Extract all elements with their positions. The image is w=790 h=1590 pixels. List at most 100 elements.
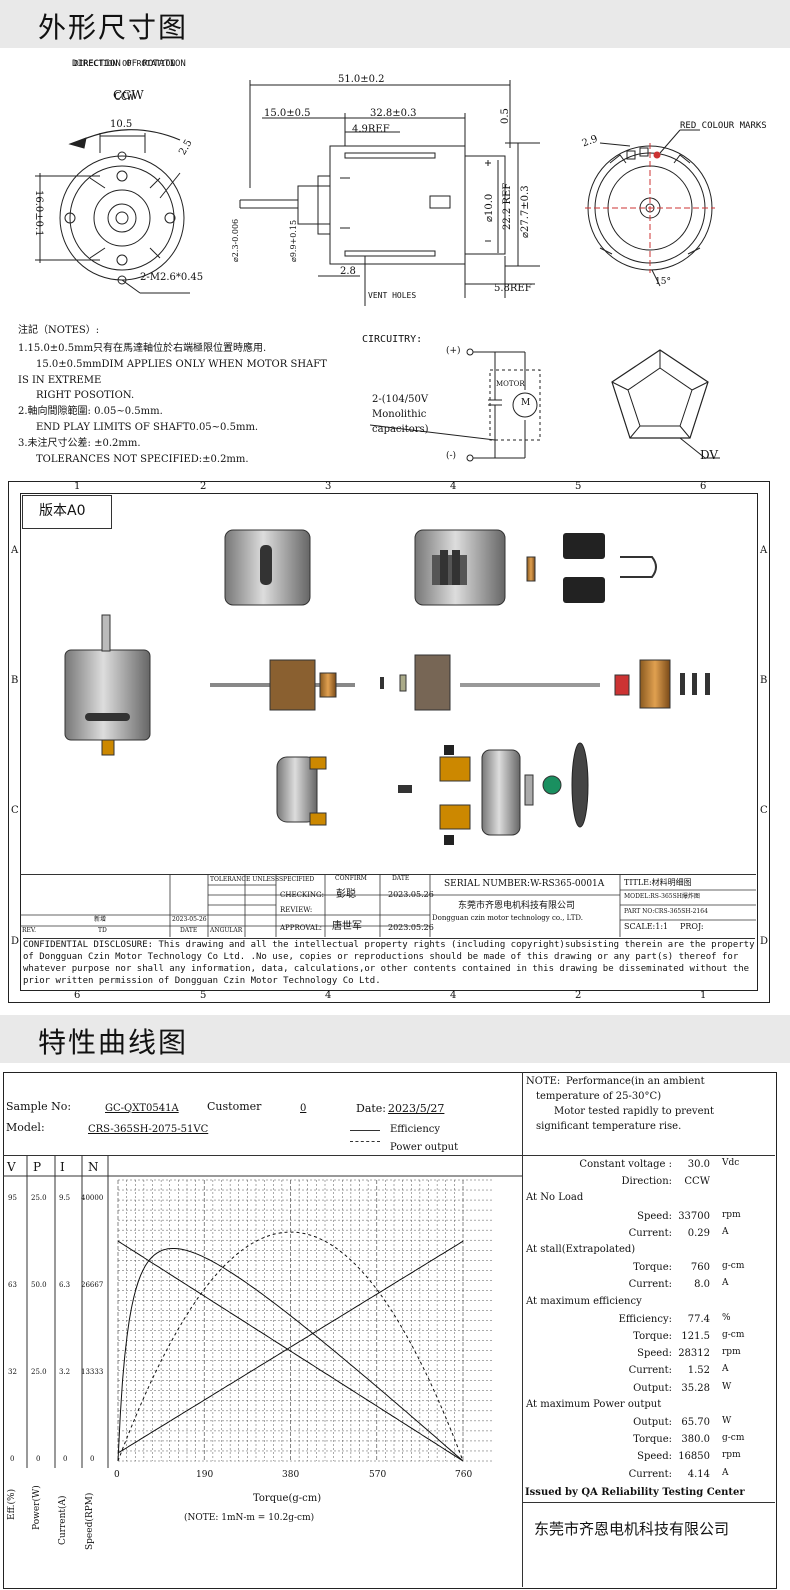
date-label: DATE <box>392 875 410 882</box>
perf-label: Speed: <box>637 1451 672 1463</box>
perf-label: Efficiency: <box>618 1313 672 1325</box>
dim-0-5: 0.5 <box>500 108 511 124</box>
perf-unit: % <box>722 1312 731 1323</box>
title-block: TOLERANCE UNLESSSPECIFIED CONFIRM DATE C… <box>20 874 756 937</box>
perf-unit: A <box>722 1226 729 1237</box>
date2-label: DATE <box>180 927 198 934</box>
vent-holes-label: VENT HOLES <box>368 291 417 300</box>
dv-label: DV <box>700 448 719 462</box>
brush-part <box>439 804 471 830</box>
col-label: 5 <box>575 481 582 492</box>
commutator <box>639 659 671 709</box>
perf-unit: rpm <box>722 1209 741 1220</box>
end-cap-part <box>276 756 318 823</box>
circuit-minus: (-) <box>446 451 457 461</box>
note-line: END PLAY LIMITS OF SHAFT0.05~0.5mm. <box>36 422 259 433</box>
note-line: 3.未注尺寸公差: ±0.2mm. <box>18 438 141 449</box>
circuit-cap2: Monolithic <box>372 409 427 420</box>
perf-value: 30.0 <box>687 1159 710 1170</box>
axis-head-v: V <box>7 1160 16 1174</box>
company-cn: 东莞市齐恩电机科技有限公司 <box>458 901 576 911</box>
perf-unit: Vdc <box>722 1158 740 1168</box>
tick-p: 25.0 <box>31 1368 47 1376</box>
row-label: D <box>760 936 769 947</box>
rev-text: 新增 <box>94 916 107 923</box>
dim-27-7: ⌀27.7±0.3 <box>520 185 531 238</box>
col-label: 6 <box>700 481 707 492</box>
dim-2-3: ⌀2.3-0.006 <box>231 218 240 262</box>
issued-by: Issued by QA Reliability Testing Center <box>525 1487 745 1498</box>
perf-value: 35.28 <box>681 1382 710 1394</box>
armature-stack <box>414 654 451 711</box>
circuit-m: M <box>521 398 531 408</box>
tick-n: 0 <box>90 1455 95 1463</box>
perf-label: Direction: <box>621 1176 672 1188</box>
sample-value: GC-QXT0541A <box>105 1103 179 1114</box>
confidential-disclosure: CONFIDENTIAL DISCLOSURE: This drawing an… <box>23 938 755 986</box>
bearing-part <box>526 556 536 582</box>
perf-value: 77.4 <box>687 1313 710 1325</box>
efficiency-legend: Efficiency <box>390 1124 441 1135</box>
perf-row: Direction: CCW <box>524 1175 774 1191</box>
perf-value: 121.5 <box>681 1331 710 1342</box>
note-line: IS IN EXTREME <box>18 375 102 386</box>
dim-10: ⌀10.0 <box>484 193 495 222</box>
vlabel-eff: Eff.(%) <box>7 1488 17 1520</box>
vlabel-speed: Speed(RPM) <box>85 1492 95 1550</box>
perf-label: Current: <box>628 1468 672 1480</box>
x-axis-label: Torque(g-cm) <box>253 1493 322 1504</box>
perf-value: 8.0 <box>694 1279 710 1291</box>
col-label: 1 <box>700 990 707 1001</box>
perf-value: 380.0 <box>681 1434 710 1446</box>
col-label: 6 <box>74 990 81 1001</box>
version-box: 版本A0 <box>22 495 112 529</box>
company-en: Dongguan czin motor technology co., LTD. <box>432 914 583 922</box>
performance-chart <box>3 1156 523 1468</box>
perf-unit: g-cm <box>722 1330 745 1340</box>
speed-curve <box>117 1240 464 1462</box>
power-legend-line <box>350 1141 380 1142</box>
approval-label: APPROVAL: <box>280 924 323 932</box>
dim-10-5: 10.5 <box>110 119 133 130</box>
perf-value: 16850 <box>678 1451 710 1463</box>
brush-part <box>439 756 471 782</box>
tick-n: 13333 <box>81 1368 104 1376</box>
perf-label: Speed: <box>637 1348 672 1360</box>
dim-9-9: ⌀9.9+0.15 <box>289 219 298 262</box>
efficiency-legend-line <box>350 1130 380 1131</box>
note-line: RIGHT POSOTION. <box>36 390 135 401</box>
efficiency-curve <box>117 1248 464 1462</box>
dim-holes: 2-M2.6*0.45 <box>140 272 204 283</box>
notes-title: 注記（NOTES）: <box>18 325 100 336</box>
dimension-drawings: DIRECTION OF ROTATION CCW <box>35 59 715 306</box>
dim-4-9: 4.9REF <box>352 124 390 135</box>
column-labels-top: 1 2 3 4 5 6 <box>20 481 756 493</box>
circuit-diagram <box>369 348 720 462</box>
perf-label: Current: <box>628 1227 672 1239</box>
dim-22-2: 22.2 REF <box>502 182 513 230</box>
date-label-curve: Date: <box>356 1102 387 1115</box>
perf-unit: rpm <box>722 1347 741 1358</box>
checking-label: CHECKING: <box>280 891 324 899</box>
tick-eff: 95 <box>8 1194 17 1202</box>
issued-divider <box>522 1502 775 1503</box>
perf-value: 0.29 <box>687 1227 710 1239</box>
x-tick: 760 <box>455 1470 473 1480</box>
dim-51: 51.0±0.2 <box>338 74 385 85</box>
tick-eff: 63 <box>8 1281 17 1289</box>
perf-label: Output: <box>633 1382 672 1394</box>
tick-p: 25.0 <box>31 1194 47 1202</box>
perf-section-head: At No Load <box>526 1192 584 1204</box>
x-tick: 0 <box>114 1470 120 1480</box>
col-label: 1 <box>74 481 81 492</box>
circuit-plus: (+) <box>446 346 461 356</box>
tick-eff: 32 <box>8 1368 17 1376</box>
note-line: 1.15.0±0.5mm只有在馬達軸位於右端極限位置時應用. <box>18 343 267 354</box>
perf-row: Current: 0.29 A <box>524 1227 774 1243</box>
perf-value: CCW <box>684 1176 710 1188</box>
perf-value: 4.14 <box>687 1468 710 1480</box>
